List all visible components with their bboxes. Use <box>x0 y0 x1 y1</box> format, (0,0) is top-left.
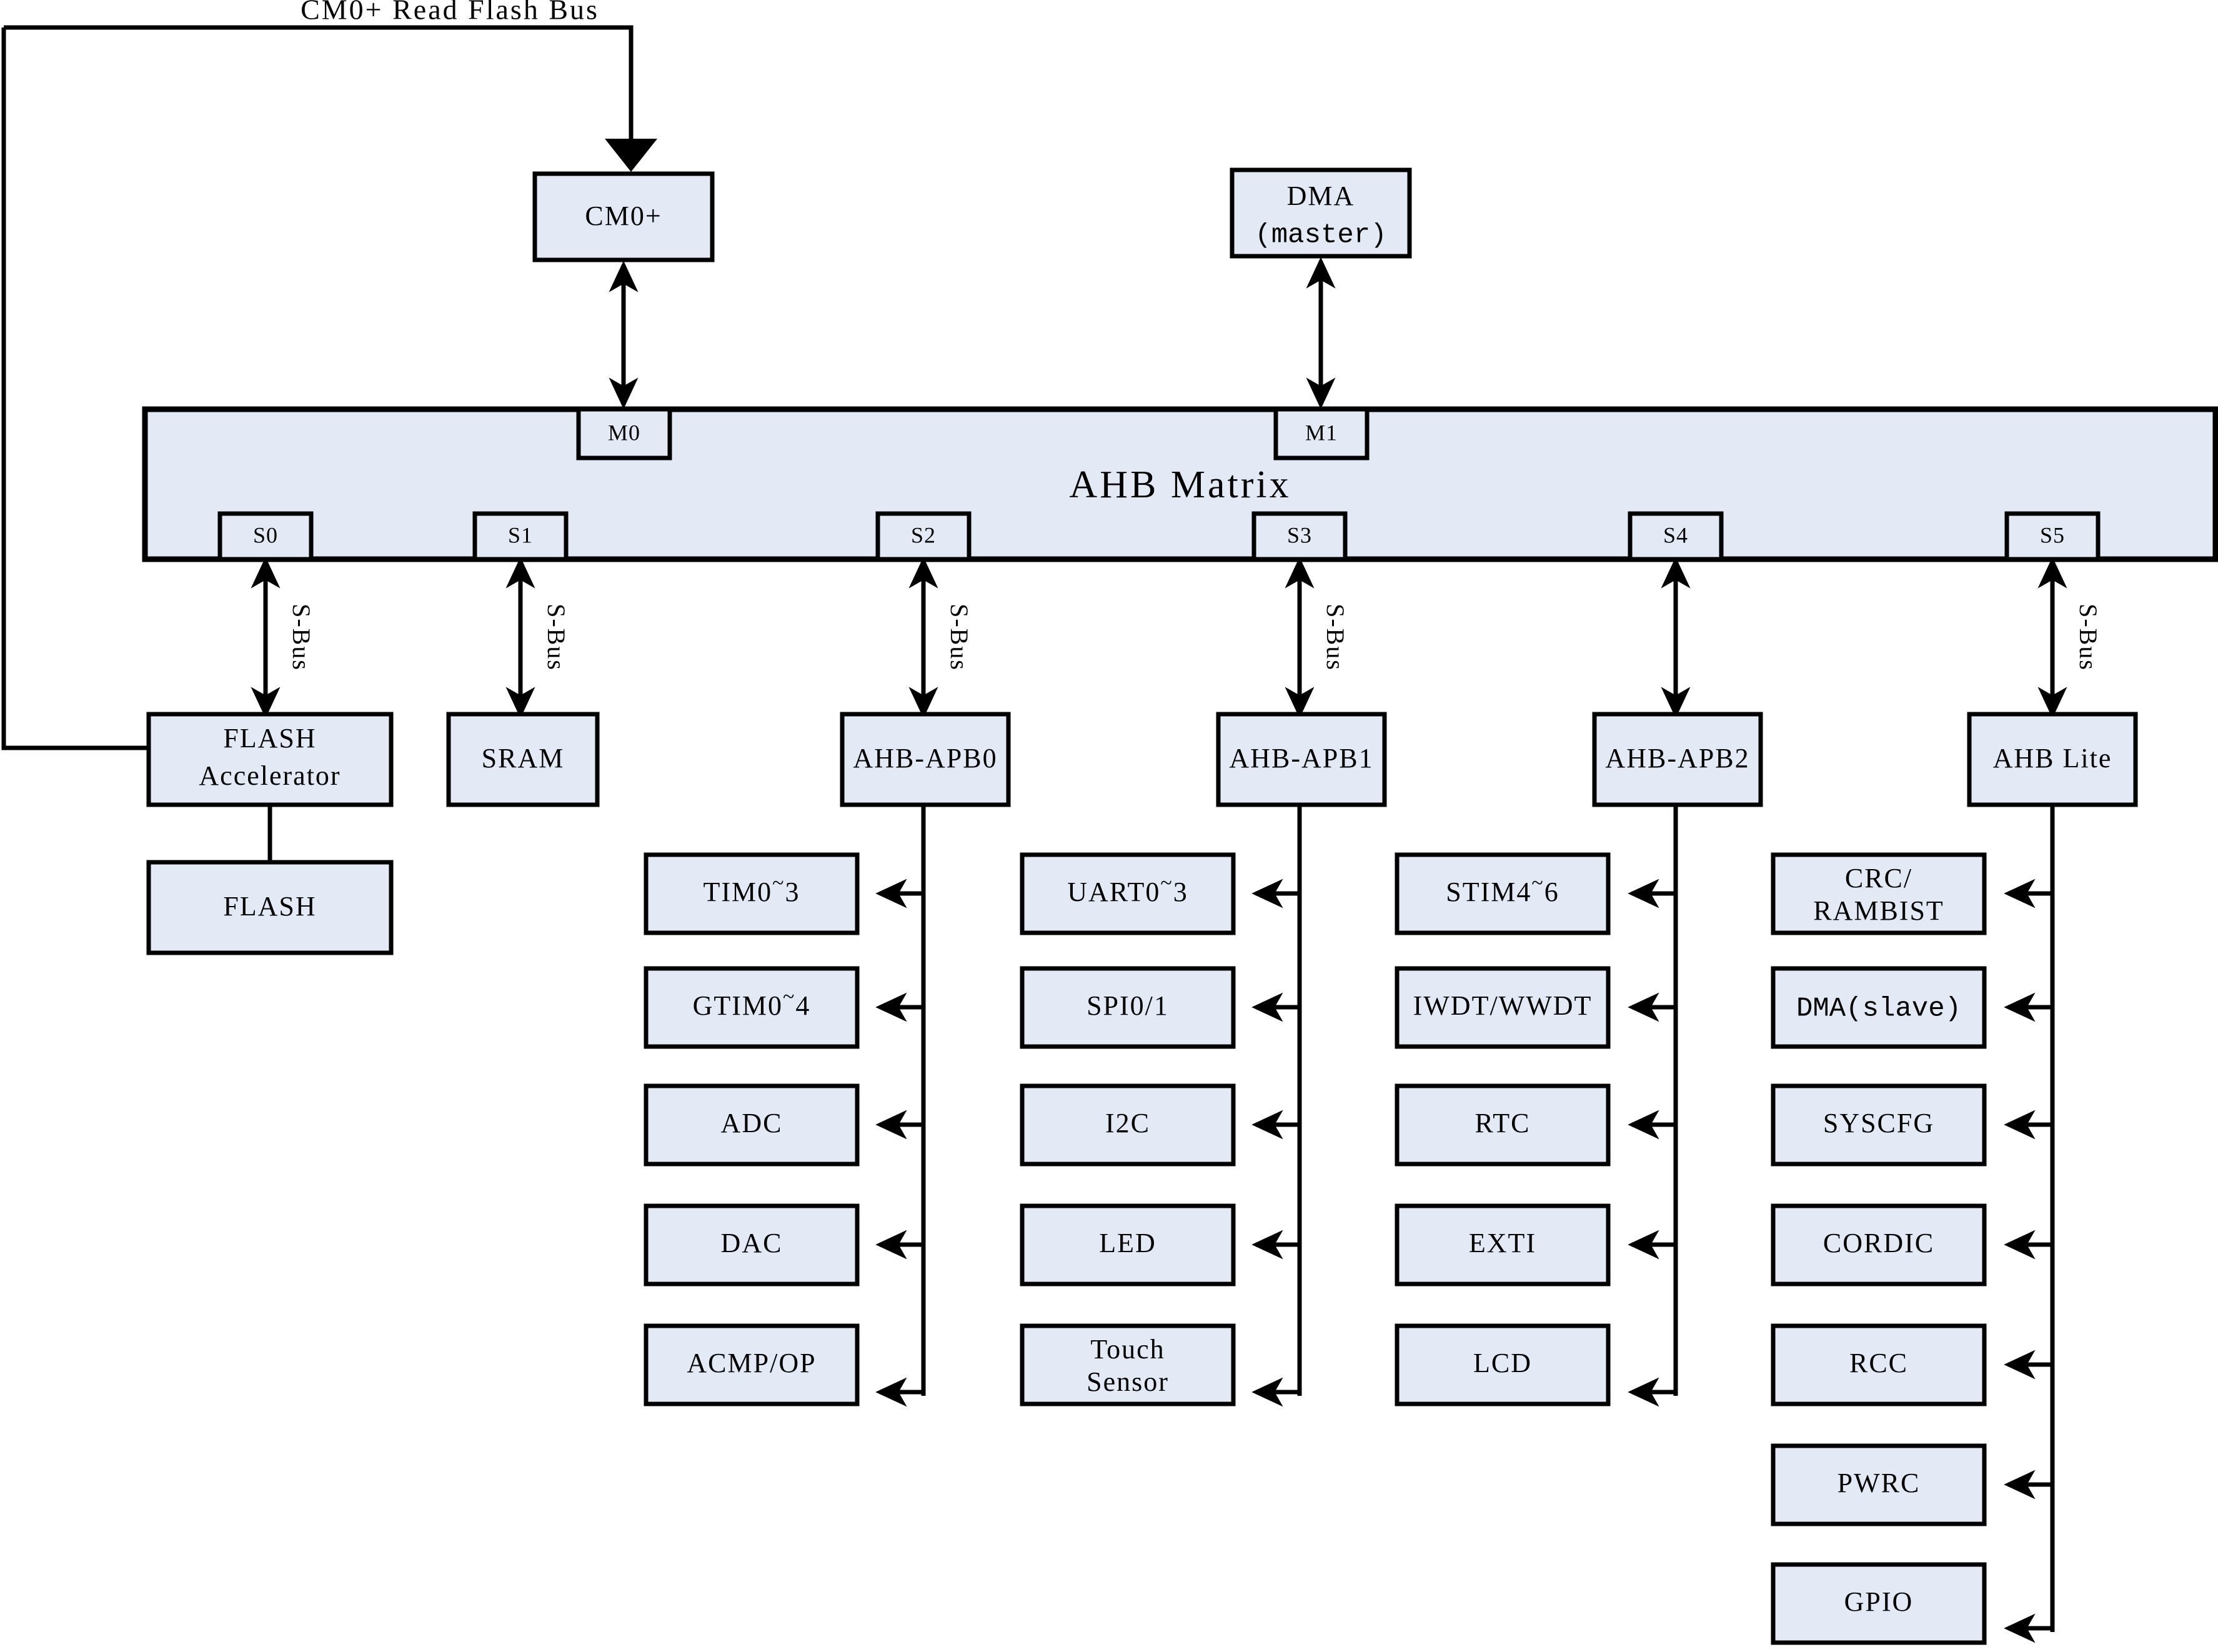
block-flash-label: FLASH <box>223 891 316 922</box>
port-s3: S3 <box>1251 511 1348 562</box>
block-rtc-label: RTC <box>1475 1108 1531 1138</box>
block-ahb-lite[interactable]: AHB Lite <box>1967 712 2138 807</box>
peripheral-column-ahb-lite: CRC/ RAMBIST DMA(slave) SYSCFG CORDIC RC… <box>1771 852 2052 1645</box>
block-flash-accelerator-label-1: FLASH <box>223 723 316 754</box>
block-dma-master-label-2: (master) <box>1255 220 1386 251</box>
block-syscfg[interactable]: SYSCFG <box>1771 1083 1987 1167</box>
block-stim4-6[interactable]: STIM4~6 <box>1395 852 1611 935</box>
port-s2: S2 <box>875 511 972 562</box>
block-rcc-label: RCC <box>1849 1348 1908 1378</box>
block-acmp-op[interactable]: ACMP/OP <box>644 1323 860 1406</box>
block-syscfg-label: SYSCFG <box>1823 1108 1934 1138</box>
bus-label-s1: S-Bus <box>542 604 570 671</box>
block-crc-rambist[interactable]: CRC/ RAMBIST <box>1771 852 1987 935</box>
block-spi0-1-label: SPI0/1 <box>1087 990 1169 1021</box>
port-s3-label: S3 <box>1287 522 1312 547</box>
ahb-matrix[interactable]: AHB Matrix M0 M1 S0 S1 S2 S3 S4 <box>142 406 2218 562</box>
bus-label-s2: S-Bus <box>945 604 973 671</box>
port-m1-label: M1 <box>1305 420 1338 445</box>
block-i2c-label: I2C <box>1105 1108 1150 1138</box>
cm0-read-flash-bus-label: CM0+ Read Flash Bus <box>301 0 599 26</box>
peripheral-column-apb1: UART0~3 SPI0/1 I2C LED Touch Sensor <box>1020 852 1300 1407</box>
block-lcd[interactable]: LCD <box>1395 1323 1611 1406</box>
block-ahb-apb0-label: AHB-APB0 <box>853 743 997 774</box>
port-m0-label: M0 <box>608 420 640 445</box>
port-s4-label: S4 <box>1663 522 1688 547</box>
port-s0: S0 <box>217 511 314 562</box>
block-uart0-3-label: UART0~3 <box>1067 872 1188 907</box>
block-tim0-3-label: TIM0~3 <box>703 872 800 907</box>
port-s2-label: S2 <box>911 522 936 547</box>
peripheral-column-apb0: TIM0~3 GTIM0~4 ADC DAC ACMP/OP <box>644 852 923 1407</box>
block-crc-rambist-label-1: CRC/ <box>1845 863 1912 893</box>
port-s5-label: S5 <box>2040 522 2065 547</box>
port-s5: S5 <box>2004 511 2101 562</box>
block-flash[interactable]: FLASH <box>146 860 394 955</box>
block-ahb-apb1-label: AHB-APB1 <box>1229 743 1373 774</box>
block-touch-sensor-label-1: Touch <box>1090 1334 1165 1365</box>
block-ahb-apb0[interactable]: AHB-APB0 <box>840 712 1011 807</box>
block-iwdt-wwdt[interactable]: IWDT/WWDT <box>1395 966 1611 1049</box>
block-cordic-label: CORDIC <box>1823 1228 1934 1258</box>
block-dac[interactable]: DAC <box>644 1203 860 1286</box>
port-m0: M0 <box>576 407 672 460</box>
block-dma-master-label-1: DMA <box>1287 181 1355 211</box>
block-gpio-label: GPIO <box>1844 1586 1914 1617</box>
block-lcd-label: LCD <box>1473 1348 1532 1378</box>
block-stim4-6-label: STIM4~6 <box>1446 872 1559 907</box>
block-gtim0-4-label: GTIM0~4 <box>693 985 811 1021</box>
block-ahb-lite-label: AHB Lite <box>1993 743 2112 774</box>
block-flash-accelerator[interactable]: FLASH Accelerator <box>146 712 394 807</box>
block-i2c[interactable]: I2C <box>1020 1083 1236 1167</box>
port-s4: S4 <box>1628 511 1724 562</box>
block-flash-accelerator-label-2: Accelerator <box>199 760 341 791</box>
block-ahb-apb2[interactable]: AHB-APB2 <box>1592 712 1763 807</box>
block-sram[interactable]: SRAM <box>446 712 600 807</box>
block-spi0-1[interactable]: SPI0/1 <box>1020 966 1236 1049</box>
block-rcc[interactable]: RCC <box>1771 1323 1987 1406</box>
bus-label-s0: S-Bus <box>287 604 316 671</box>
block-ahb-apb1[interactable]: AHB-APB1 <box>1216 712 1387 807</box>
block-adc[interactable]: ADC <box>644 1083 860 1167</box>
block-iwdt-wwdt-label: IWDT/WWDT <box>1413 990 1593 1021</box>
port-s1: S1 <box>472 511 569 562</box>
ahb-matrix-label: AHB Matrix <box>1069 464 1291 506</box>
block-dma-slave[interactable]: DMA(slave) <box>1771 966 1987 1049</box>
block-led-label: LED <box>1099 1228 1156 1258</box>
port-s1-label: S1 <box>508 522 533 547</box>
block-dac-label: DAC <box>721 1228 783 1258</box>
block-dma-slave-label: DMA(slave) <box>1796 993 1961 1025</box>
block-gpio[interactable]: GPIO <box>1771 1562 1987 1645</box>
block-touch-sensor[interactable]: Touch Sensor <box>1020 1323 1236 1406</box>
block-cm0plus[interactable]: CM0+ <box>532 171 715 262</box>
block-exti-label: EXTI <box>1469 1228 1536 1258</box>
block-sram-label: SRAM <box>482 743 565 774</box>
peripheral-column-apb2: STIM4~6 IWDT/WWDT RTC EXTI LCD <box>1395 852 1676 1407</box>
block-pwrc[interactable]: PWRC <box>1771 1443 1987 1526</box>
cm0-read-flash-bus-wire <box>1 25 657 750</box>
block-ahb-apb2-label: AHB-APB2 <box>1605 743 1749 774</box>
port-s0-label: S0 <box>253 522 278 547</box>
block-uart0-3[interactable]: UART0~3 <box>1020 852 1236 935</box>
bus-label-s5: S-Bus <box>2074 604 2102 671</box>
block-tim0-3[interactable]: TIM0~3 <box>644 852 860 935</box>
block-acmp-op-label: ACMP/OP <box>687 1348 816 1378</box>
block-crc-rambist-label-2: RAMBIST <box>1813 895 1944 926</box>
bus-label-s3: S-Bus <box>1321 604 1350 671</box>
block-gtim0-4[interactable]: GTIM0~4 <box>644 966 860 1049</box>
block-led[interactable]: LED <box>1020 1203 1236 1286</box>
block-cm0plus-label: CM0+ <box>585 201 662 231</box>
block-dma-master[interactable]: DMA (master) <box>1230 167 1412 259</box>
block-cordic[interactable]: CORDIC <box>1771 1203 1987 1286</box>
port-m1: M1 <box>1273 407 1370 460</box>
block-adc-label: ADC <box>721 1108 783 1138</box>
block-touch-sensor-label-2: Sensor <box>1087 1366 1169 1397</box>
block-exti[interactable]: EXTI <box>1395 1203 1611 1286</box>
block-rtc[interactable]: RTC <box>1395 1083 1611 1167</box>
block-pwrc-label: PWRC <box>1838 1468 1921 1498</box>
